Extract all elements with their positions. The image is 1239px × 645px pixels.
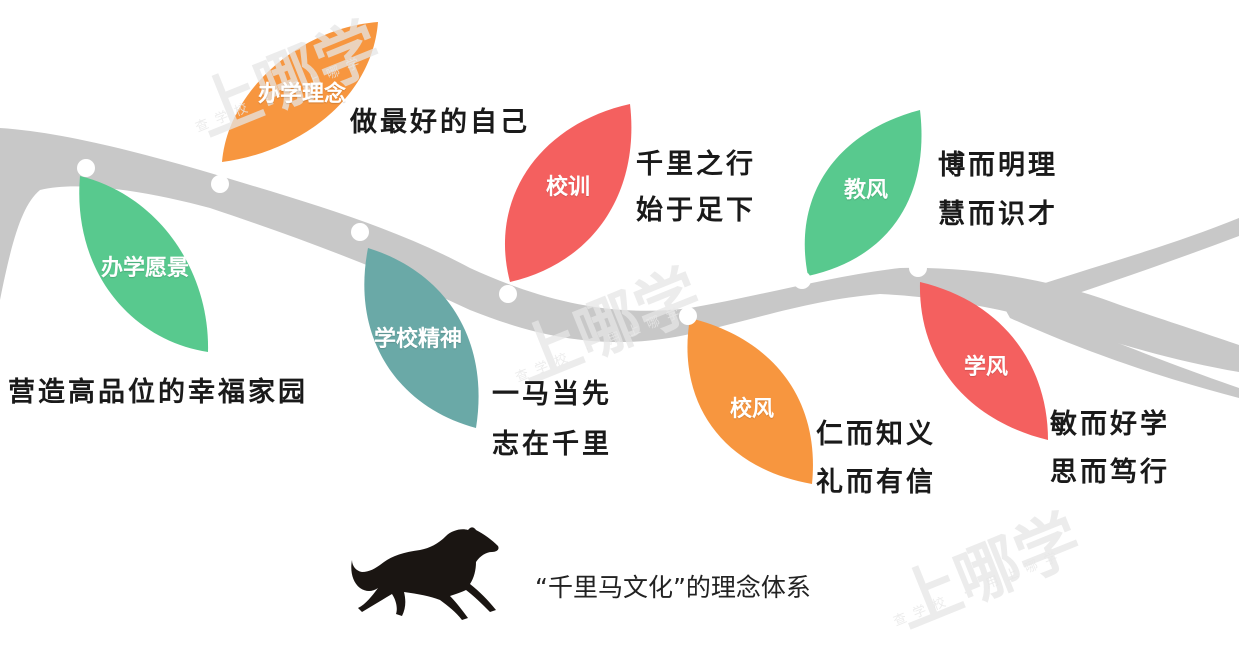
leaf-label-motto: 校训 bbox=[545, 175, 591, 200]
motto-spirit-line-2: 志在千里 bbox=[492, 429, 612, 460]
motto-motto-line-1: 千里之行 bbox=[636, 149, 756, 180]
leaf-label-vision: 办学愿景 bbox=[100, 256, 190, 281]
nodes-group bbox=[77, 159, 927, 325]
leaf-philosophy bbox=[222, 22, 378, 162]
leaf-label-school-style: 校风 bbox=[729, 397, 775, 422]
motto-teaching-style-line-1: 博而明理 bbox=[938, 150, 1058, 181]
leaf-teaching-style bbox=[804, 110, 922, 276]
motto-vision-line-1: 营造高品位的幸福家园 bbox=[8, 377, 308, 408]
motto-philosophy-line-1: 做最好的自己 bbox=[350, 107, 530, 138]
branch-node bbox=[351, 223, 369, 241]
branch-node bbox=[679, 307, 697, 325]
motto-school-style-line-1: 仁而知义 bbox=[816, 419, 936, 450]
leaf-spirit bbox=[364, 248, 479, 428]
branch-node bbox=[909, 259, 927, 277]
main-branch bbox=[0, 128, 1239, 372]
motto-school-style-line-2: 礼而有信 bbox=[816, 467, 936, 498]
leaf-motto bbox=[504, 104, 632, 282]
motto-motto-line-2: 始于足下 bbox=[636, 195, 756, 226]
leaf-label-spirit: 学校精神 bbox=[373, 327, 463, 352]
branch-node bbox=[211, 175, 229, 193]
lower-twig bbox=[1000, 300, 1239, 398]
branch-node bbox=[77, 159, 95, 177]
leaf-label-philosophy: 办学理念 bbox=[257, 82, 347, 107]
motto-teaching-style-line-2: 慧而识才 bbox=[938, 199, 1058, 230]
branch-node bbox=[499, 285, 517, 303]
leaf-learning-style bbox=[919, 282, 1048, 440]
motto-spirit-line-1: 一马当先 bbox=[492, 379, 612, 410]
upper-twig bbox=[1010, 218, 1239, 306]
leaves-group bbox=[79, 22, 1048, 484]
leaf-vision bbox=[79, 176, 209, 352]
motto-learning-style-line-1: 敏而好学 bbox=[1050, 409, 1170, 440]
branch-node bbox=[793, 271, 811, 289]
leaf-school-style bbox=[687, 318, 813, 484]
leaf-label-teaching-style: 教风 bbox=[843, 178, 889, 203]
motto-learning-style-line-2: 思而笃行 bbox=[1050, 457, 1170, 488]
horse-silhouette-icon bbox=[351, 527, 499, 620]
leaf-label-learning-style: 学风 bbox=[963, 355, 1009, 380]
diagram-caption: “千里马文化”的理念体系 bbox=[535, 573, 811, 602]
